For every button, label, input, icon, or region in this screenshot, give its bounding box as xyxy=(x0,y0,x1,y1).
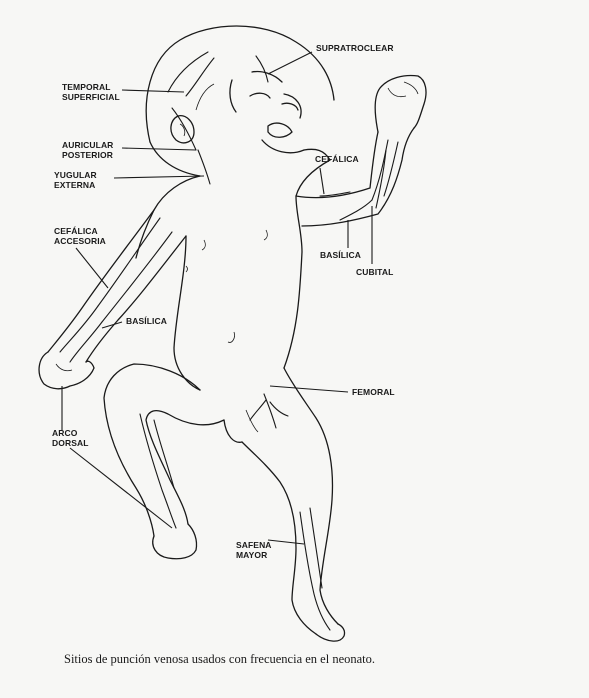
label-cefalica-accesoria-line1: CEFÁLICA xyxy=(54,226,106,236)
veins xyxy=(60,52,398,630)
leader-temporal-superficial xyxy=(122,90,184,92)
label-yugular-line2: EXTERNA xyxy=(54,180,97,190)
label-auricular-line2: POSTERIOR xyxy=(62,150,113,160)
label-supratroclear: SUPRATROCLEAR xyxy=(316,43,394,53)
label-arco-line2: DORSAL xyxy=(52,438,89,448)
leader-yugular-externa xyxy=(114,176,204,178)
label-cefalica-accesoria: CEFÁLICA ACCESORIA xyxy=(54,226,106,246)
label-cefalica-accesoria-line2: ACCESORIA xyxy=(54,236,106,246)
right-leg-outline xyxy=(224,368,345,641)
leader-auricular-posterior xyxy=(122,148,196,150)
leader-safena-mayor xyxy=(268,540,304,544)
label-arco-line1: ARCO xyxy=(52,428,89,438)
leader-cefalica-right xyxy=(320,168,324,194)
label-basilica-left: BASÍLICA xyxy=(126,316,167,326)
torso-outline xyxy=(136,160,330,390)
right-arm-outline xyxy=(296,76,426,227)
label-yugular-line1: YUGULAR xyxy=(54,170,97,180)
label-cefalica-right: CEFÁLICA xyxy=(315,154,359,164)
label-femoral: FEMORAL xyxy=(352,387,395,397)
left-leg-outline xyxy=(104,364,224,559)
label-temporal-superficial: TEMPORAL SUPERFICIAL xyxy=(62,82,120,102)
leader-lines xyxy=(62,52,372,544)
label-safena-mayor: SAFENA MAYOR xyxy=(236,540,272,560)
label-basilica-right: BASÍLICA xyxy=(320,250,361,260)
label-temporal-line2: SUPERFICIAL xyxy=(62,92,120,102)
label-auricular-posterior: AURICULAR POSTERIOR xyxy=(62,140,113,160)
leader-supratroclear xyxy=(268,52,312,74)
head-outline xyxy=(146,26,334,176)
leader-femoral xyxy=(270,386,348,392)
label-safena-line2: MAYOR xyxy=(236,550,272,560)
figure-caption: Sitios de punción venosa usados con frec… xyxy=(64,652,534,667)
label-safena-line1: SAFENA xyxy=(236,540,272,550)
label-yugular-externa: YUGULAR EXTERNA xyxy=(54,170,97,190)
leader-cefalica-accesoria xyxy=(76,248,108,288)
label-cubital: CUBITAL xyxy=(356,267,393,277)
label-auricular-line1: AURICULAR xyxy=(62,140,113,150)
label-arco-dorsal: ARCO DORSAL xyxy=(52,428,89,448)
label-temporal-line1: TEMPORAL xyxy=(62,82,120,92)
